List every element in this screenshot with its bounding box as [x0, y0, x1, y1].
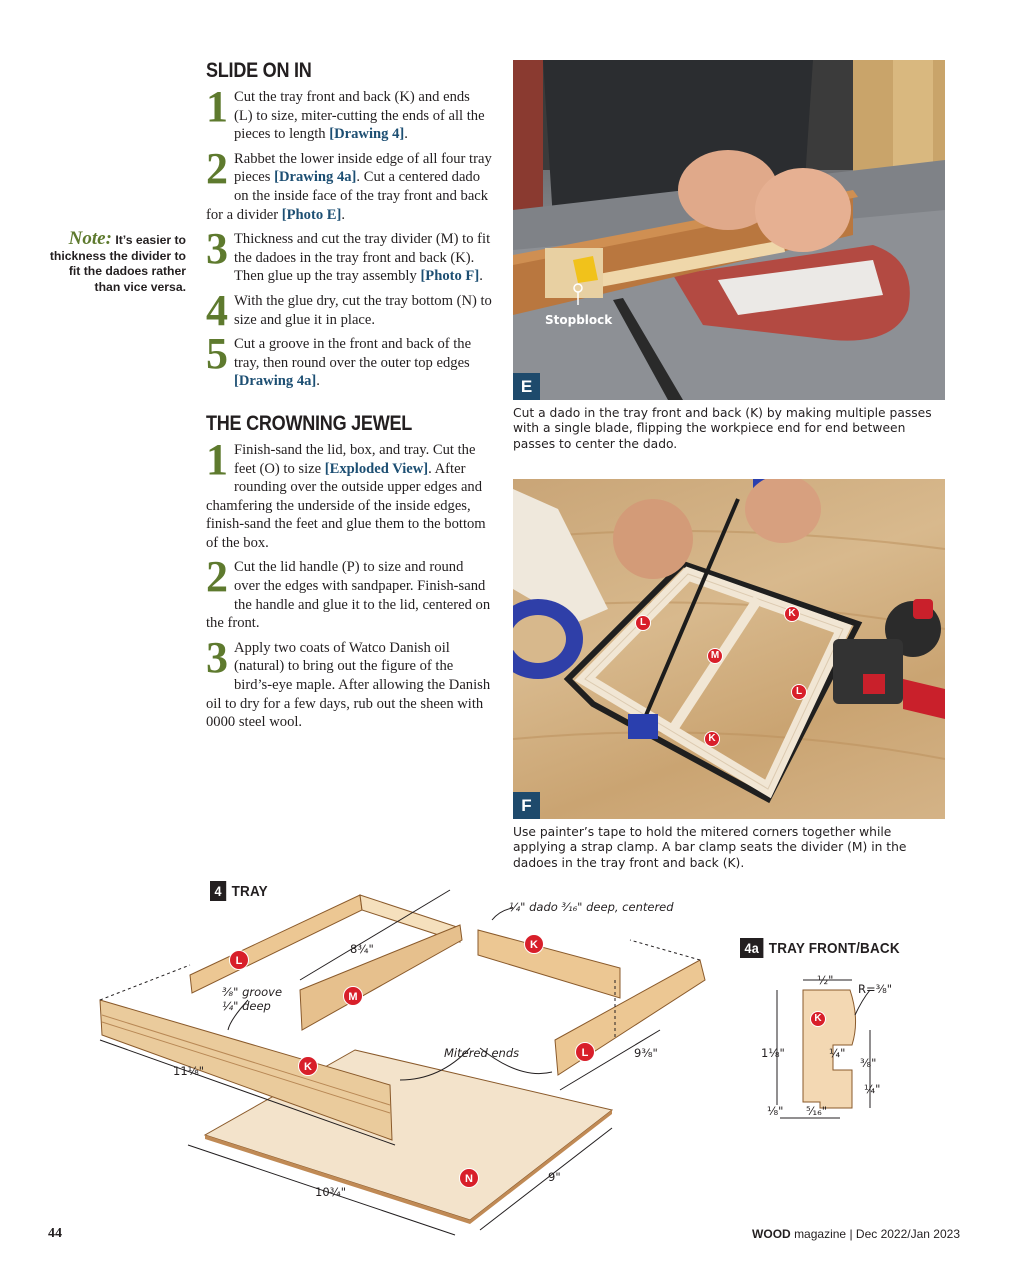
step-2: 2 Cut the lid handle (P) to size and rou… — [206, 552, 491, 632]
link-drawing-4a[interactable]: [Drawing 4a] — [234, 373, 317, 390]
bottom-lip-dim: ¼" — [864, 1082, 881, 1096]
step-5: 5 Cut a groove in the front and back of … — [206, 329, 472, 390]
page-number: 44 — [48, 1226, 62, 1241]
drawing-4-tray-illustration — [99, 889, 871, 1236]
photo-e: Stopblock E — [513, 60, 945, 400]
link-photo-e[interactable]: [Photo E] — [281, 206, 342, 223]
dado-label: ¼" dado ³⁄₁₆" deep, centered — [509, 900, 674, 914]
magazine-footer: WOOD magazine | Dec 2022/Jan 2023 — [752, 1227, 960, 1241]
left-offset-dim: ⅛" — [767, 1104, 784, 1118]
step-1: 1 Cut the tray front and back (K) and en… — [206, 82, 485, 143]
step-4: 4 With the glue dry, cut the tray bottom… — [206, 285, 492, 335]
height-dim: 1⅛" — [761, 1046, 785, 1060]
photo-f: L K M L K F — [513, 479, 945, 819]
article-left-column: SLIDE ON IN 1 Cut the tray front and bac… — [206, 58, 492, 738]
bottom-length-dim: 10¾" — [315, 1185, 347, 1199]
note-text: It’s easier to thickness the divider to … — [49, 233, 186, 294]
photo-e-illustration — [513, 60, 945, 400]
step-3: 3 Thickness and cut the tray divider (M)… — [206, 224, 491, 285]
mitered-ends-label: Mitered ends — [444, 1046, 520, 1060]
drawing-number: 4 — [210, 881, 227, 901]
drawing-title: TRAY — [231, 882, 268, 900]
part-callout-n: N — [459, 1168, 479, 1188]
link-drawing-4a[interactable]: [Drawing 4a] — [274, 169, 357, 186]
drop-cap: 2 — [206, 143, 228, 193]
part-callout-k: K — [298, 1056, 318, 1076]
photo-label-e: E — [513, 373, 540, 400]
drawing-4-title: 4 TRAY — [210, 881, 268, 901]
bottom-width-dim: 9" — [548, 1170, 561, 1184]
rabbet-depth-dim: ¼" — [829, 1046, 846, 1060]
photo-label-f: F — [513, 792, 540, 819]
part-callout-l: L — [575, 1042, 595, 1062]
callout-k: K — [784, 606, 800, 622]
rabbet-height-dim: ⅜" — [860, 1056, 877, 1070]
callout-l: L — [791, 684, 807, 700]
link-photo-f[interactable]: [Photo F] — [420, 268, 480, 285]
callout-m: M — [707, 648, 723, 664]
drop-cap: 5 — [206, 329, 228, 379]
photo-f-caption: Use painter’s tape to hold the mitered c… — [513, 825, 907, 870]
drop-cap: 2 — [206, 552, 228, 602]
groove-label-2: ¼" deep — [222, 999, 271, 1013]
drop-cap: 3 — [206, 632, 228, 682]
part-callout-m: M — [343, 986, 363, 1006]
part-callout-k: K — [810, 1011, 826, 1027]
part-callout-l: L — [229, 950, 249, 970]
divider-length-dim: 8¾" — [350, 942, 374, 956]
part-callout-k: K — [524, 934, 544, 954]
end-length-dim: 9⅜" — [634, 1046, 658, 1060]
side-note: Note: It’s easier to thickness the divid… — [40, 228, 186, 295]
callout-k: K — [704, 731, 720, 747]
link-exploded-view[interactable]: [Exploded View] — [324, 460, 429, 477]
drop-cap: 1 — [206, 82, 228, 131]
drawing-number: 4a — [740, 938, 764, 958]
section-heading-crowning-jewel: THE CROWNING JEWEL — [206, 411, 413, 435]
bottom-width-dim: ⁵⁄₁₆" — [806, 1104, 828, 1118]
groove-label-1: ³⁄₈" groove — [222, 985, 283, 999]
callout-l: L — [635, 615, 651, 631]
step-3: 3 Apply two coats of Watco Danish oil (n… — [206, 632, 491, 731]
section-heading-slide-on-in: SLIDE ON IN — [206, 59, 312, 82]
radius-dim: R=⅜" — [858, 982, 893, 996]
photo-e-caption: Cut a dado in the tray front and back (K… — [513, 406, 932, 451]
drop-cap: 3 — [206, 224, 228, 274]
drop-cap: 4 — [206, 285, 228, 335]
drop-cap: 1 — [206, 434, 228, 484]
step-1: 1 Finish-sand the lid, box, and tray. Cu… — [206, 434, 486, 551]
front-length-dim: 11⅛" — [173, 1064, 205, 1078]
drawing-title: TRAY FRONT/BACK — [768, 939, 900, 957]
note-label: Note: — [68, 228, 112, 249]
photo-f-illustration — [513, 479, 945, 804]
step-2: 2 Rabbet the lower inside edge of all fo… — [206, 143, 492, 223]
top-width-dim: ½" — [817, 973, 834, 987]
drawing-4a-title: 4a TRAY FRONT/BACK — [740, 938, 900, 958]
stopblock-annotation: Stopblock — [545, 313, 613, 327]
link-drawing-4[interactable]: [Drawing 4] — [329, 126, 405, 143]
